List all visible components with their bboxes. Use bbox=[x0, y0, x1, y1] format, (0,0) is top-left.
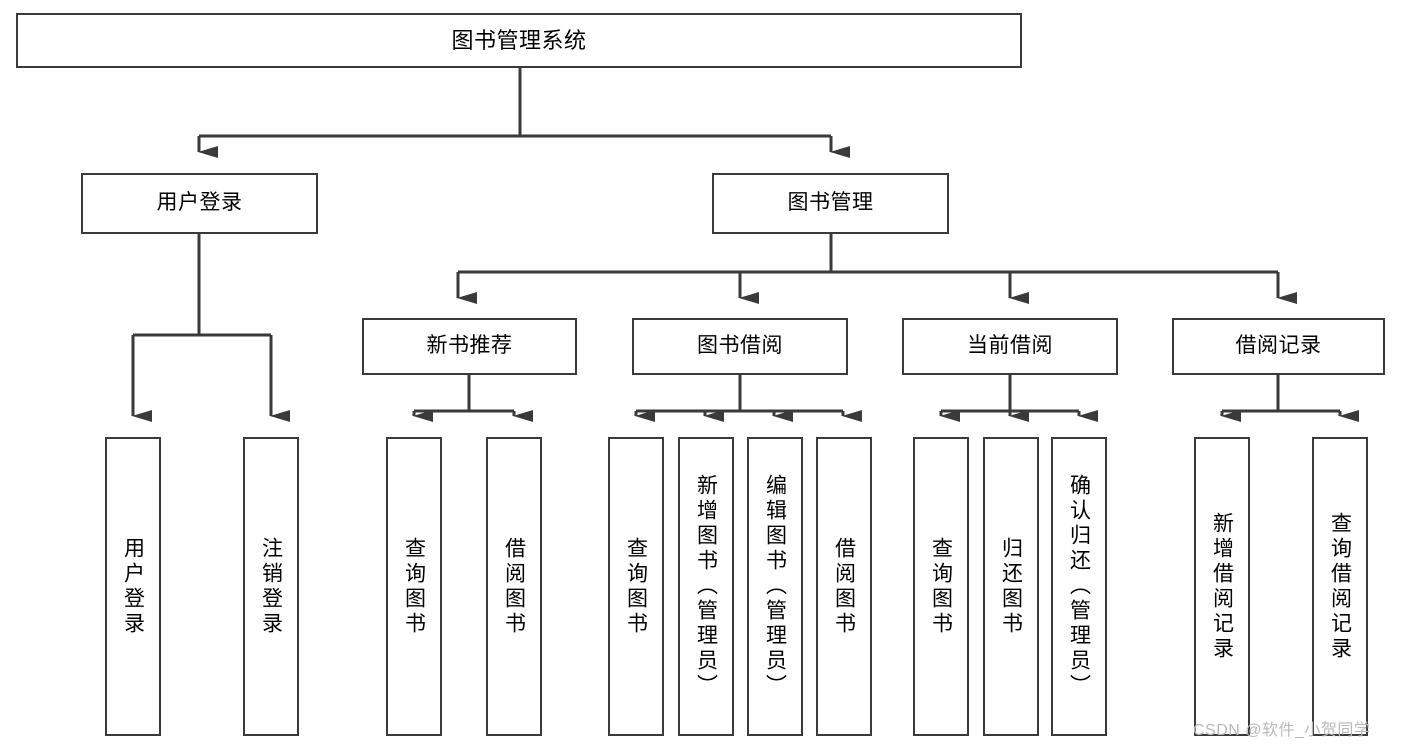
node-book-borrow-label: 图书借阅 bbox=[697, 334, 783, 358]
node-user-login-label: 用户登录 bbox=[156, 191, 243, 215]
node-root[interactable]: 图书管理系统 bbox=[16, 13, 1022, 68]
node-current-borrow[interactable]: 当前借阅 bbox=[902, 318, 1118, 375]
leaf-borrow-book-recommend[interactable]: 借阅图书 bbox=[486, 437, 542, 736]
node-new-book-recommend-label: 新书推荐 bbox=[426, 334, 513, 358]
node-book-borrow[interactable]: 图书借阅 bbox=[632, 318, 848, 375]
leaf-edit-book-admin-label: 编辑图书（管理员） bbox=[763, 474, 787, 699]
leaf-query-book-current[interactable]: 查询图书 bbox=[913, 437, 969, 736]
leaf-borrow-book-label: 借阅图书 bbox=[832, 536, 856, 637]
leaf-query-borrow-record-label: 查询借阅记录 bbox=[1328, 511, 1352, 662]
leaf-add-book-admin-label: 新增图书（管理员） bbox=[694, 474, 718, 699]
leaf-user-login[interactable]: 用户登录 bbox=[105, 437, 161, 736]
leaf-query-borrow-record[interactable]: 查询借阅记录 bbox=[1312, 437, 1368, 736]
leaf-query-book-current-label: 查询图书 bbox=[929, 536, 953, 637]
leaf-logout-label: 注销登录 bbox=[259, 536, 283, 637]
node-root-label: 图书管理系统 bbox=[451, 27, 587, 53]
leaf-query-book-recommend[interactable]: 查询图书 bbox=[386, 437, 442, 736]
node-current-borrow-label: 当前借阅 bbox=[967, 334, 1053, 358]
leaf-return-book-label: 归还图书 bbox=[999, 536, 1023, 637]
node-borrow-record[interactable]: 借阅记录 bbox=[1172, 318, 1385, 375]
leaf-query-book-borrow[interactable]: 查询图书 bbox=[608, 437, 664, 736]
leaf-add-borrow-record[interactable]: 新增借阅记录 bbox=[1194, 437, 1250, 736]
leaf-borrow-book-recommend-label: 借阅图书 bbox=[502, 536, 526, 637]
node-user-login[interactable]: 用户登录 bbox=[81, 173, 318, 234]
node-new-book-recommend[interactable]: 新书推荐 bbox=[362, 318, 577, 375]
leaf-return-book[interactable]: 归还图书 bbox=[983, 437, 1039, 736]
leaf-add-borrow-record-label: 新增借阅记录 bbox=[1210, 511, 1234, 662]
node-borrow-record-label: 借阅记录 bbox=[1235, 334, 1322, 358]
leaf-query-book-borrow-label: 查询图书 bbox=[624, 536, 648, 637]
node-book-management[interactable]: 图书管理 bbox=[712, 173, 949, 234]
leaf-edit-book-admin[interactable]: 编辑图书（管理员） bbox=[747, 437, 803, 736]
leaf-confirm-return-admin-label: 确认归还（管理员） bbox=[1067, 474, 1091, 699]
leaf-add-book-admin[interactable]: 新增图书（管理员） bbox=[678, 437, 734, 736]
leaf-logout[interactable]: 注销登录 bbox=[243, 437, 299, 736]
leaf-query-book-recommend-label: 查询图书 bbox=[402, 536, 426, 637]
leaf-confirm-return-admin[interactable]: 确认归还（管理员） bbox=[1051, 437, 1107, 736]
node-book-management-label: 图书管理 bbox=[787, 191, 874, 215]
leaf-borrow-book[interactable]: 借阅图书 bbox=[816, 437, 872, 736]
leaf-user-login-label: 用户登录 bbox=[121, 536, 145, 637]
